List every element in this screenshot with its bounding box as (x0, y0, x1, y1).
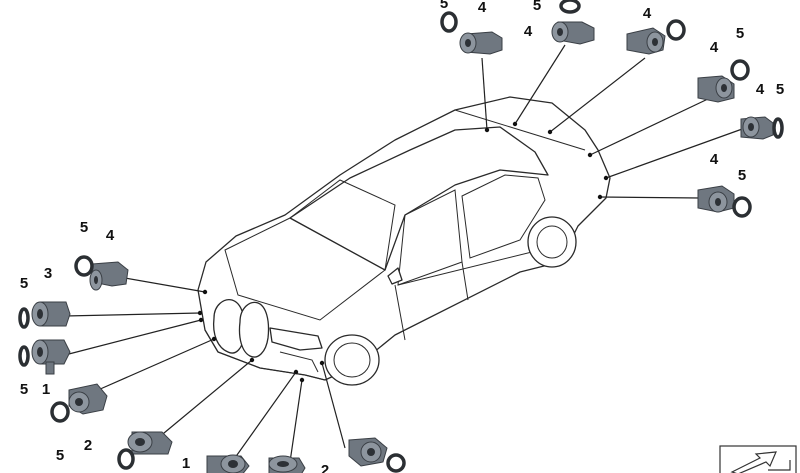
sensor-3[interactable] (31, 301, 71, 327)
seal-ring (440, 11, 458, 33)
sensor-1-left[interactable] (31, 339, 71, 375)
seal-ring (18, 345, 30, 367)
seal-ring (772, 117, 784, 139)
label-1: 1 (42, 381, 50, 398)
leader-lines (64, 44, 746, 463)
seal-ring (666, 19, 686, 41)
car-wheel-front (324, 334, 380, 386)
seal-ring (559, 0, 581, 14)
car-headlight (269, 327, 323, 351)
sensor-4-rear-d[interactable] (697, 75, 735, 103)
label-5: 5 (20, 275, 28, 292)
label-4: 4 (478, 0, 487, 16)
label-4: 4 (106, 227, 115, 244)
sensor-4-rear-a[interactable] (459, 31, 503, 55)
car-illustration (197, 96, 611, 386)
label-4: 4 (756, 81, 765, 98)
label-2: 2 (84, 437, 92, 454)
label-5: 5 (533, 0, 541, 14)
label-4: 4 (643, 5, 652, 22)
sensor-bottom-center[interactable] (268, 455, 306, 473)
sensor-4-rear-f[interactable] (697, 185, 735, 213)
sensor-4-rear-c[interactable] (626, 27, 666, 55)
label-3: 3 (44, 265, 52, 282)
label-5: 5 (738, 167, 746, 184)
sensor-2-bottom-left[interactable] (127, 431, 173, 455)
seal-ring (117, 448, 135, 470)
label-5: 5 (80, 219, 88, 236)
seal-rings (18, 0, 784, 473)
car-roof (289, 126, 549, 271)
sensor-1-bottom[interactable] (206, 454, 250, 473)
seal-ring (74, 255, 94, 277)
sensor-2-bottom-right[interactable] (348, 437, 388, 467)
label-5: 5 (736, 25, 744, 42)
car-hub-rear (536, 225, 568, 259)
car-window-rear (461, 174, 546, 259)
label-1: 1 (182, 455, 190, 472)
leader-dots (197, 121, 609, 383)
seal-ring (386, 453, 406, 473)
sensor-4-rear-b[interactable] (551, 21, 595, 45)
arrow-box-icon[interactable] (719, 445, 797, 473)
sensor-4-rear-e[interactable] (740, 116, 774, 140)
car-trunk-line (454, 109, 586, 151)
label-4: 4 (710, 39, 719, 56)
car-hub-front (333, 342, 371, 378)
sensor-2-left[interactable] (68, 383, 108, 415)
car-door-line (394, 249, 541, 341)
seal-ring (18, 307, 30, 329)
label-4: 4 (524, 23, 533, 40)
car-hood-line (224, 217, 386, 321)
label-4: 4 (710, 151, 719, 168)
car-windshield (289, 179, 396, 271)
part-labels: 5 4 5 4 4 4 5 4 5 4 5 5 4 5 3 5 1 2 5 1 … (20, 0, 784, 473)
seal-ring (732, 196, 752, 218)
seal-ring (50, 401, 70, 423)
car-wheel-rear (527, 216, 577, 268)
label-2: 2 (321, 462, 329, 473)
label-5: 5 (440, 0, 448, 12)
seal-ring (730, 59, 750, 81)
label-5: 5 (20, 381, 28, 398)
sensor-4-front[interactable] (89, 261, 129, 291)
car-bumper (204, 329, 326, 381)
label-5: 5 (776, 81, 784, 98)
car-mirror (387, 267, 403, 285)
label-5: 5 (56, 447, 64, 464)
car-grille-right (238, 301, 270, 358)
